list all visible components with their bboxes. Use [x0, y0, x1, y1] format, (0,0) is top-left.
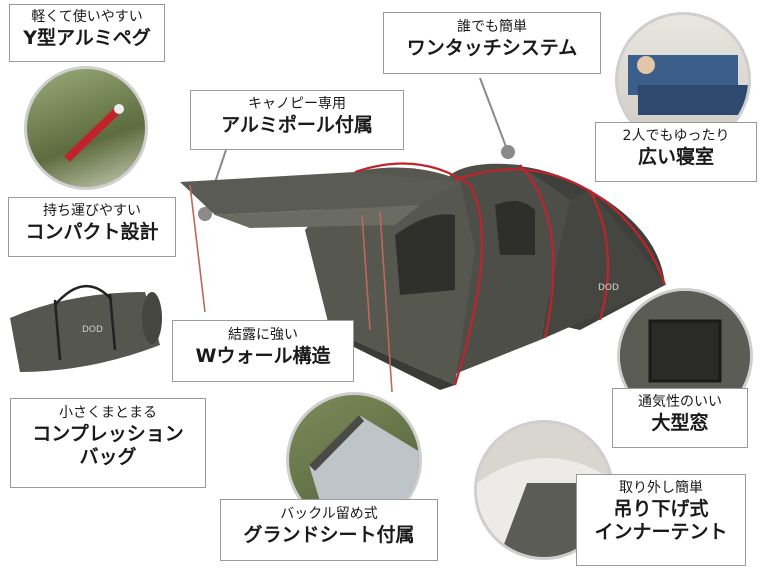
feature-bag: 小さくまとまる コンプレッション バッグ [10, 398, 206, 488]
feature-wall: 結露に強い Wウォール構造 [172, 320, 354, 382]
feature-peg-title: Y型アルミペグ [23, 26, 151, 49]
feature-wall-caption: 結露に強い [228, 327, 298, 343]
svg-text:DOD: DOD [82, 325, 103, 335]
feature-bedroom-title: 広い寝室 [637, 145, 714, 168]
feature-one-touch-caption: 誰でも簡単 [457, 19, 527, 35]
feature-bag-title-2: バッグ [79, 446, 137, 469]
feature-canopy-pole-caption: キャノピー専用 [248, 96, 346, 112]
ground-sheet-image [309, 415, 419, 525]
feature-window-caption: 通気性のいい [638, 394, 722, 410]
feature-one-touch-title: ワンタッチシステム [406, 36, 578, 59]
feature-bag-caption: 小さくまとまる [59, 405, 157, 421]
feature-compact-title: コンパクト設計 [25, 220, 159, 243]
feature-one-touch: 誰でも簡単 ワンタッチシステム [383, 12, 601, 74]
feature-ground-sheet-caption: バックル留め式 [280, 506, 378, 522]
feature-ground-sheet-title: グランドシート付属 [243, 523, 415, 546]
feature-wall-title: Wウォール構造 [195, 344, 331, 367]
bedroom-interior-image [628, 55, 748, 115]
peg-photo-circle [24, 66, 148, 190]
feature-peg: 軽くて使いやすい Y型アルミペグ [9, 4, 165, 62]
feature-canopy-pole: キャノピー専用 アルミポール付属 [190, 90, 404, 150]
feature-compact-caption: 持ち運びやすい [43, 203, 141, 219]
aluminum-peg-image [64, 104, 124, 162]
compression-bag: DOD [10, 284, 162, 372]
feature-inner-tent-title-1: 吊り下げ式 [613, 497, 709, 520]
feature-inner-tent: 取り外し簡単 吊り下げ式 インナーテント [576, 474, 746, 566]
feature-bedroom-caption: 2人でもゆったり [622, 128, 730, 144]
feature-compact: 持ち運びやすい コンパクト設計 [8, 197, 176, 257]
feature-inner-tent-caption: 取り外し簡単 [619, 480, 703, 496]
feature-peg-caption: 軽くて使いやすい [31, 9, 143, 25]
feature-canopy-pole-title: アルミポール付属 [221, 113, 373, 136]
feature-bag-title-1: コンプレッション [32, 422, 184, 445]
feature-ground-sheet: バックル留め式 グランドシート付属 [220, 499, 438, 561]
svg-text:DOD: DOD [598, 283, 619, 293]
feature-window-title: 大型窓 [651, 411, 709, 434]
feature-inner-tent-title-2: インナーテント [594, 521, 728, 544]
feature-window: 通気性のいい 大型窓 [612, 388, 748, 448]
feature-bedroom: 2人でもゆったり 広い寝室 [595, 122, 757, 182]
